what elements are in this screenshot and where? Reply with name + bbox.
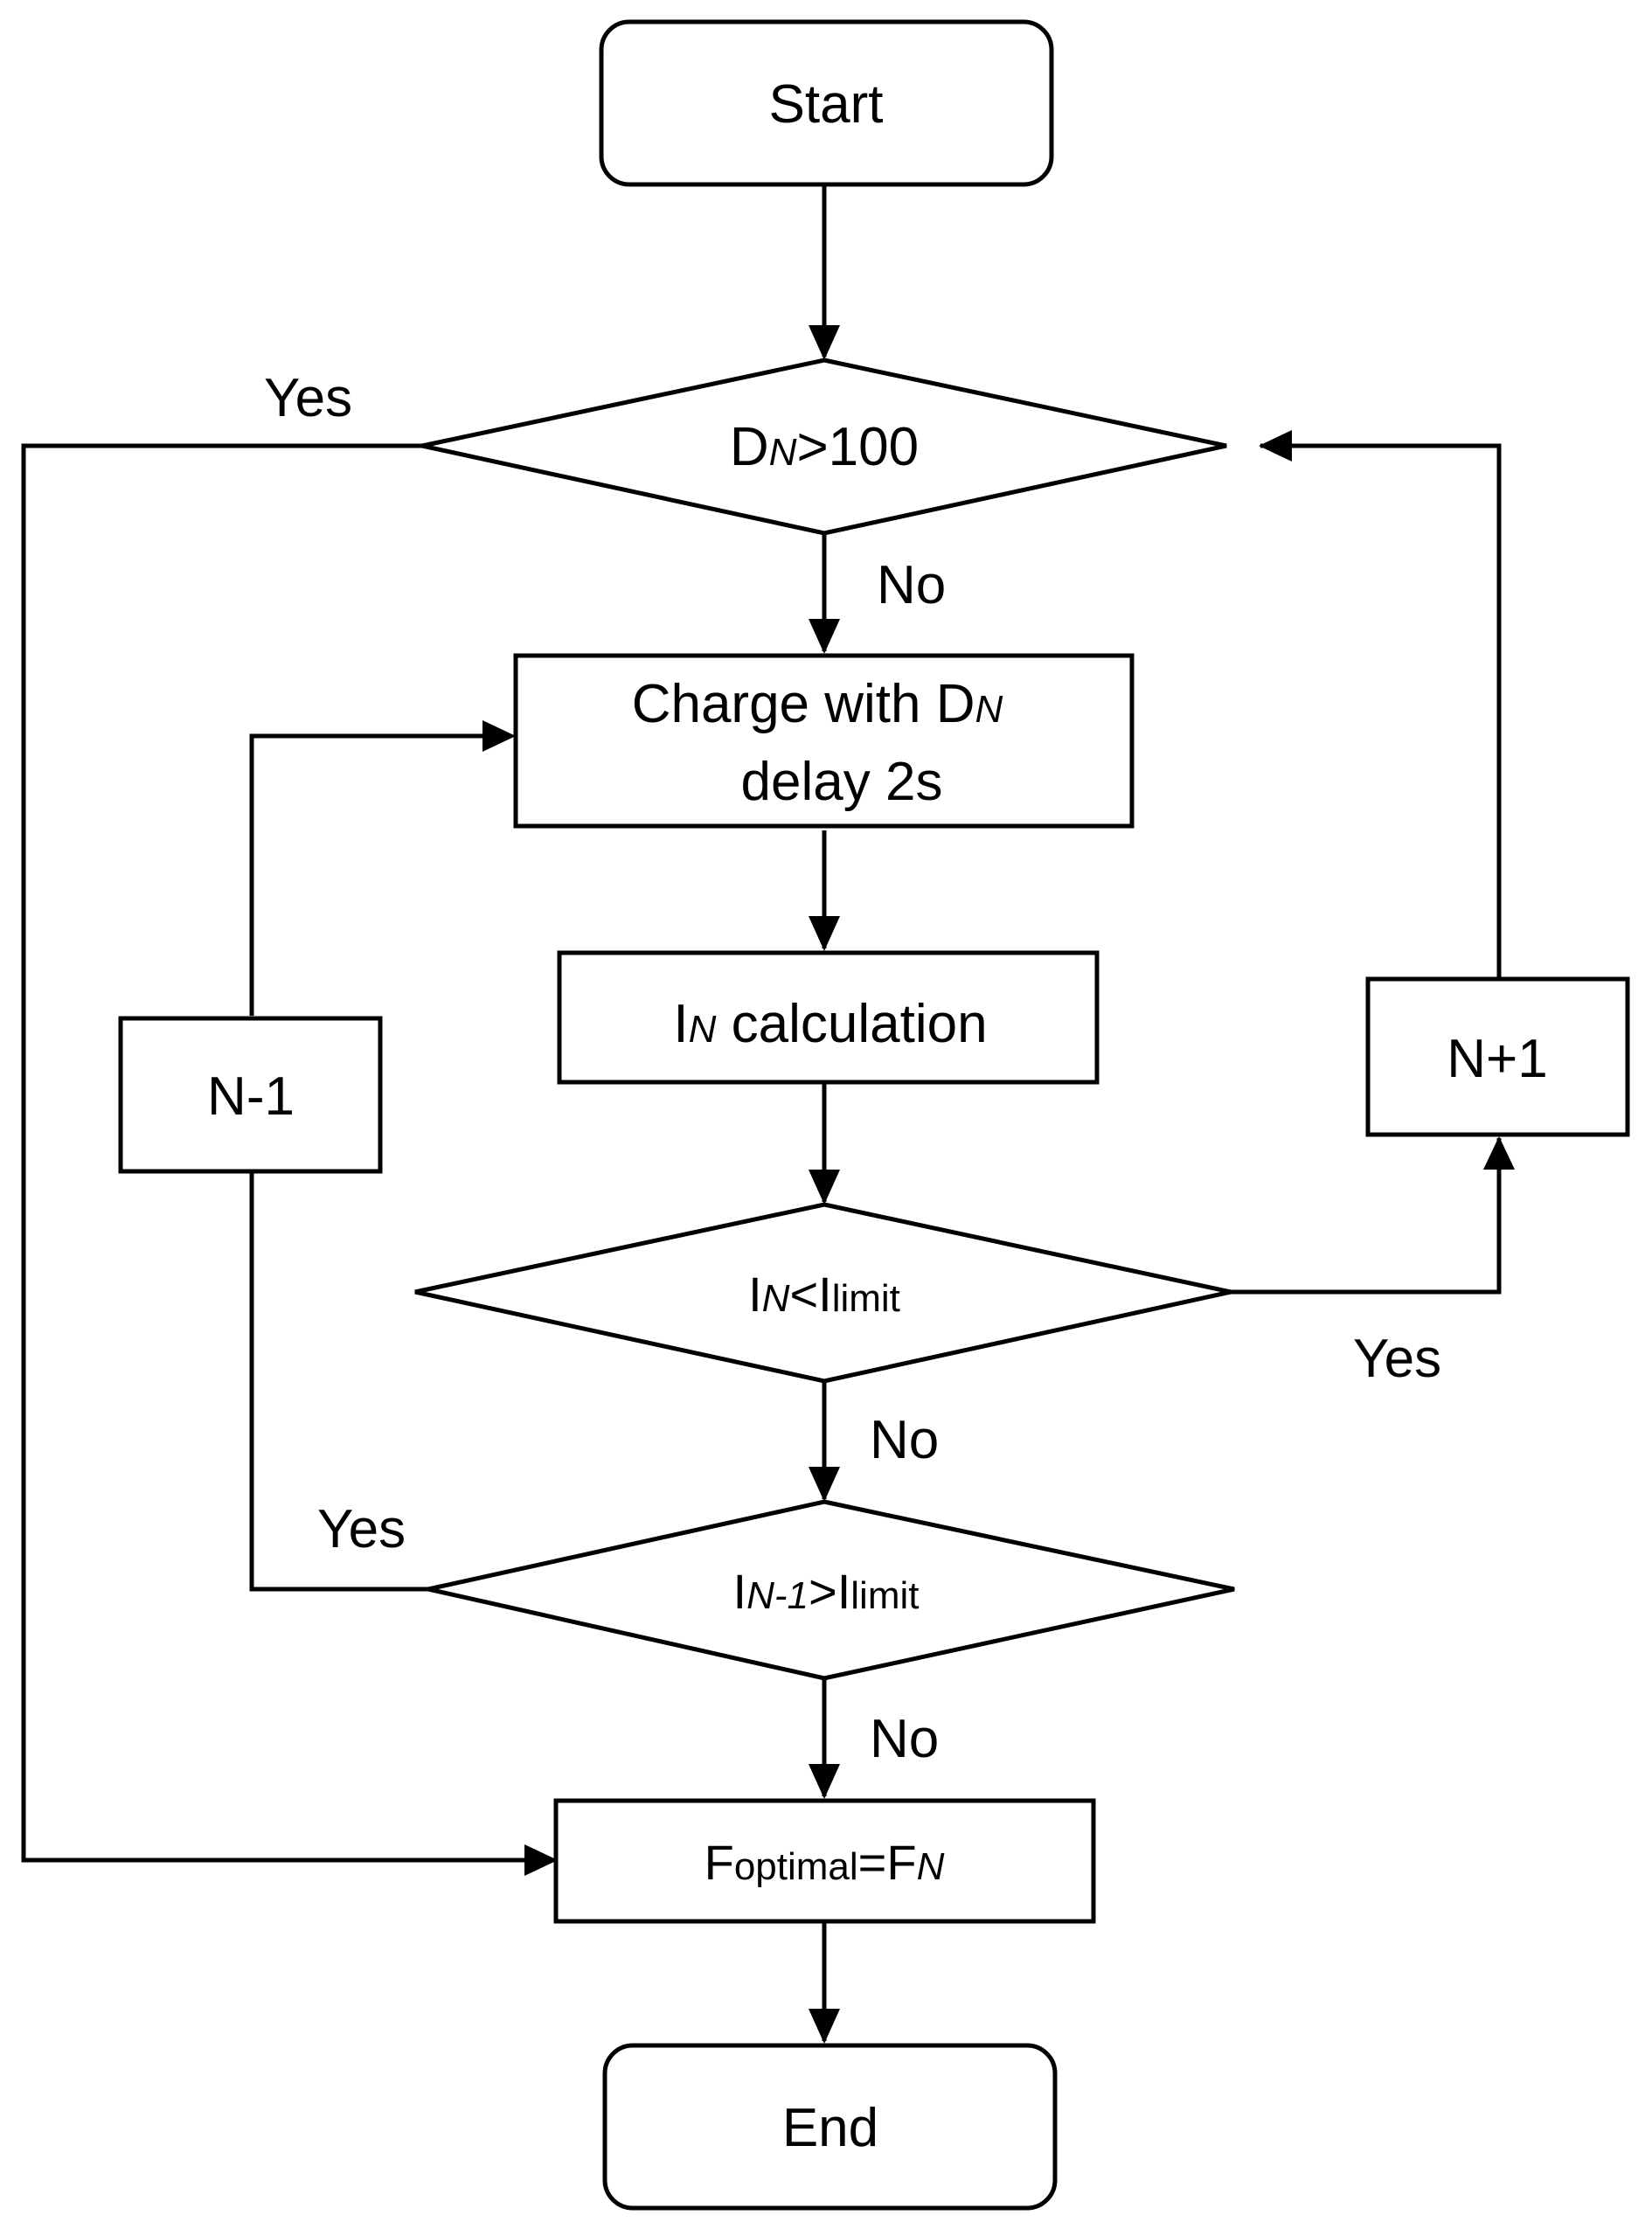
in-calculation-label: IN calculation (673, 994, 987, 1054)
n-plus-process (1365, 976, 1630, 1137)
edge-label-no-2: No (870, 1410, 939, 1470)
decision-dn-diamond (421, 358, 1227, 536)
arrowhead-4 (809, 1170, 840, 1205)
arrowhead-3 (809, 916, 840, 951)
arrowhead-8 (524, 1844, 558, 1876)
decision-in1-diamond (427, 1499, 1235, 1681)
foptimal-process (553, 1798, 1096, 1924)
foptimal-label: Foptimal=FN (705, 1835, 945, 1890)
arrowhead-1 (809, 325, 840, 360)
arrowhead-2 (809, 619, 840, 654)
start-label: Start (769, 74, 884, 135)
charge-label-line2: delay 2s (741, 752, 943, 812)
edge-label-yes-right: Yes (1353, 1329, 1441, 1389)
arrowhead-10 (1259, 430, 1292, 462)
arrowhead-6 (809, 1764, 840, 1799)
arrow-yes-to-nplus (1231, 1138, 1502, 1295)
edge-label-yes-left: Yes (317, 1499, 406, 1559)
in-calculation-process (557, 950, 1100, 1085)
arrow-yes-to-nminus (249, 1173, 428, 1592)
n-plus-label: N+1 (1447, 1029, 1547, 1089)
decision-dn-label: DN>100 (730, 417, 919, 477)
arrowhead-7 (809, 2009, 840, 2044)
arrow-nminus-to-charge (249, 733, 489, 1016)
edge-label-yes-top: Yes (264, 368, 352, 428)
n-minus-label: N-1 (207, 1066, 295, 1127)
arrowhead-9 (1483, 1136, 1515, 1170)
edge-label-no-3: No (870, 1709, 939, 1769)
start-terminal (599, 19, 1054, 187)
arrowhead-5 (809, 1467, 840, 1502)
decision-in1-label: IN-1>Ilimit (733, 1564, 920, 1619)
end-label: End (782, 2098, 878, 2158)
decision-in-label: IN<Ilimit (748, 1267, 900, 1322)
charge-label-line1: Charge with DN (632, 674, 1003, 734)
decision-in-diamond (414, 1202, 1232, 1384)
arrow-nplus-to-decision (1260, 443, 1502, 977)
arrowhead-11 (482, 720, 516, 752)
charge-process (513, 653, 1135, 829)
connectors (21, 185, 1515, 2044)
end-terminal (602, 2043, 1058, 2211)
arrow-yes-to-foptimal (21, 443, 524, 1863)
edge-label-no-1: No (877, 555, 946, 615)
n-minus-process (118, 1016, 383, 1174)
